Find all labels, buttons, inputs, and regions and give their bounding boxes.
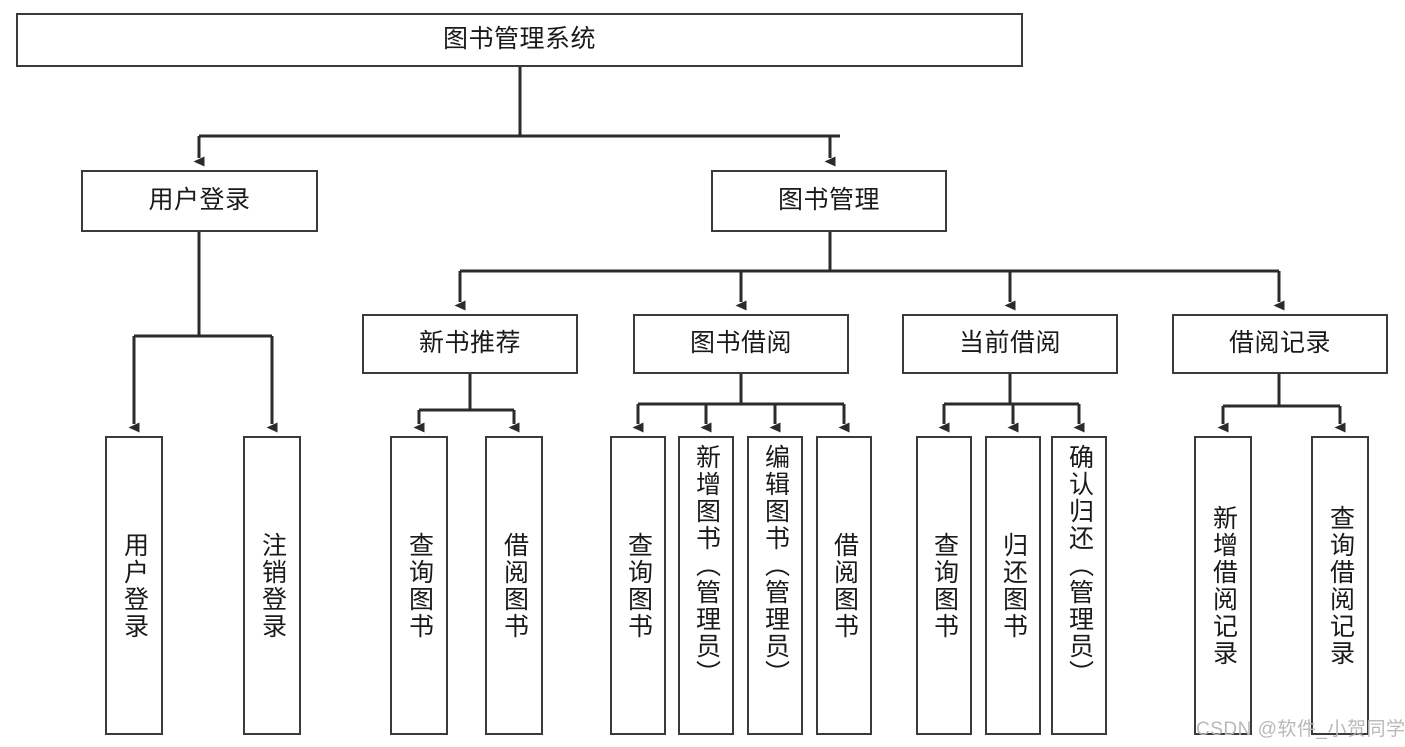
node-current-borrow[interactable]: 当前借阅 bbox=[902, 314, 1118, 374]
node-leaf-user-login-label: 用户登录 bbox=[120, 531, 149, 640]
node-leaf-user-login[interactable]: 用户登录 bbox=[105, 436, 163, 735]
node-leaf-add-borrow-record-label: 新增借阅记录 bbox=[1209, 504, 1238, 667]
node-leaf-logout-label: 注销登录 bbox=[258, 531, 287, 640]
node-user-login-label: 用户登录 bbox=[148, 186, 251, 215]
node-leaf-query-books-current-label: 查询图书 bbox=[930, 531, 959, 640]
node-leaf-return-books[interactable]: 归还图书 bbox=[985, 436, 1041, 735]
node-root[interactable]: 图书管理系统 bbox=[16, 13, 1023, 67]
node-book-management-label: 图书管理 bbox=[777, 186, 880, 215]
watermark: CSDN @软件_小贺同学 bbox=[1196, 719, 1405, 740]
node-user-login[interactable]: 用户登录 bbox=[81, 170, 318, 232]
node-book-borrow[interactable]: 图书借阅 bbox=[633, 314, 849, 374]
node-leaf-borrow-books-new[interactable]: 借阅图书 bbox=[485, 436, 543, 735]
node-leaf-edit-book-admin-label: 编辑图书（管理员） bbox=[761, 444, 790, 687]
node-new-book-recommend-label: 新书推荐 bbox=[418, 329, 521, 358]
node-leaf-query-borrow-record[interactable]: 查询借阅记录 bbox=[1311, 436, 1369, 735]
node-current-borrow-label: 当前借阅 bbox=[958, 329, 1061, 358]
node-leaf-return-books-label: 归还图书 bbox=[999, 531, 1028, 640]
node-leaf-borrow-books-label: 借阅图书 bbox=[830, 531, 859, 640]
node-root-label: 图书管理系统 bbox=[442, 25, 596, 54]
node-leaf-query-books-new[interactable]: 查询图书 bbox=[390, 436, 448, 735]
node-book-borrow-label: 图书借阅 bbox=[689, 329, 792, 358]
node-leaf-query-books-borrow-label: 查询图书 bbox=[624, 531, 653, 640]
node-leaf-query-borrow-record-label: 查询借阅记录 bbox=[1326, 504, 1355, 667]
node-new-book-recommend[interactable]: 新书推荐 bbox=[362, 314, 578, 374]
node-leaf-confirm-return-admin-label: 确认归还（管理员） bbox=[1065, 444, 1094, 687]
node-leaf-logout[interactable]: 注销登录 bbox=[243, 436, 301, 735]
node-leaf-query-books-borrow[interactable]: 查询图书 bbox=[610, 436, 666, 735]
node-borrow-records[interactable]: 借阅记录 bbox=[1172, 314, 1388, 374]
node-leaf-add-book-admin[interactable]: 新增图书（管理员） bbox=[678, 436, 734, 735]
node-leaf-query-books-new-label: 查询图书 bbox=[405, 531, 434, 640]
node-book-management[interactable]: 图书管理 bbox=[711, 170, 947, 232]
node-borrow-records-label: 借阅记录 bbox=[1228, 329, 1331, 358]
node-leaf-confirm-return-admin[interactable]: 确认归还（管理员） bbox=[1051, 436, 1107, 735]
node-leaf-query-books-current[interactable]: 查询图书 bbox=[916, 436, 972, 735]
node-leaf-add-book-admin-label: 新增图书（管理员） bbox=[692, 444, 721, 687]
node-leaf-edit-book-admin[interactable]: 编辑图书（管理员） bbox=[747, 436, 803, 735]
node-leaf-add-borrow-record[interactable]: 新增借阅记录 bbox=[1194, 436, 1252, 735]
node-leaf-borrow-books[interactable]: 借阅图书 bbox=[816, 436, 872, 735]
node-leaf-borrow-books-new-label: 借阅图书 bbox=[500, 531, 529, 640]
